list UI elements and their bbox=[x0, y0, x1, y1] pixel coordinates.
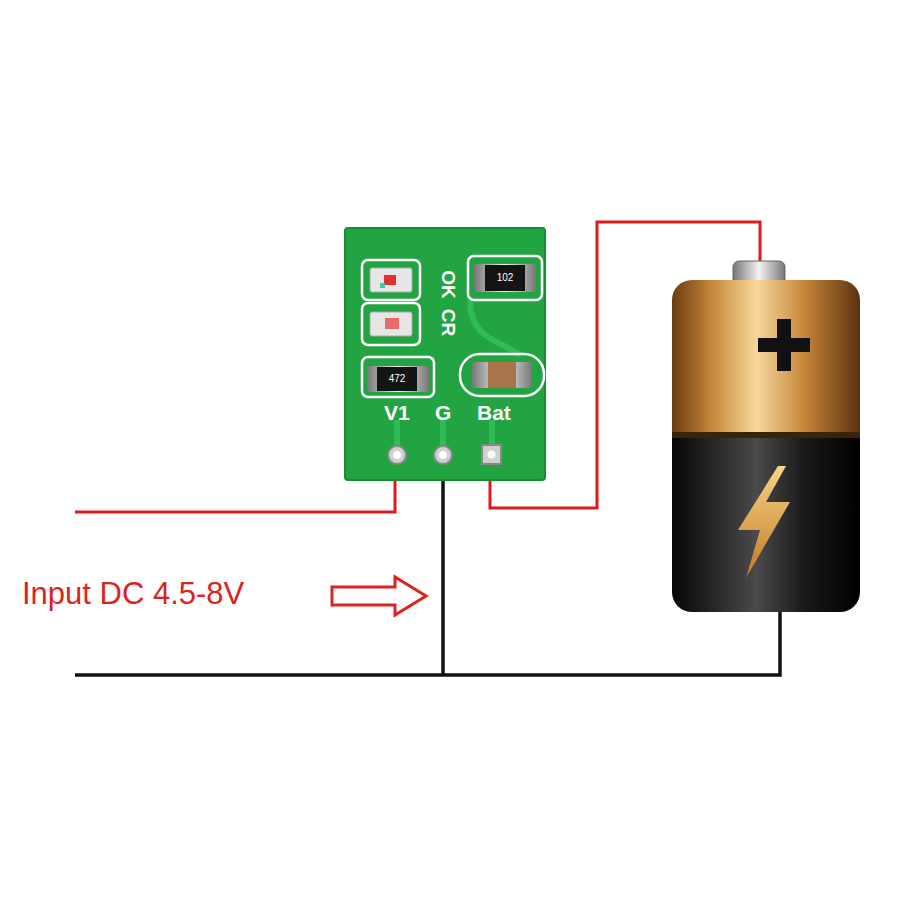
pin-label: V1 bbox=[384, 402, 410, 423]
resistor-symbol: 102 bbox=[485, 265, 525, 291]
led-die bbox=[384, 275, 396, 285]
silkscreen-outline bbox=[362, 357, 434, 397]
silkscreen-outline bbox=[460, 354, 544, 396]
capacitor bbox=[488, 362, 516, 388]
ground-wire bbox=[441, 456, 445, 675]
resistor-code: 472 bbox=[389, 374, 406, 384]
led-die bbox=[380, 283, 385, 288]
resistor-code: 102 bbox=[497, 273, 514, 283]
ground-wire bbox=[75, 610, 780, 675]
input-label: Input DC 4.5-8V bbox=[22, 577, 244, 611]
silkscreen-outline bbox=[468, 256, 542, 300]
resistor-symbol: 472 bbox=[377, 367, 417, 391]
pin-hole bbox=[393, 451, 401, 459]
led bbox=[370, 312, 412, 336]
pin-label: Bat bbox=[477, 402, 511, 423]
lightning-symbol bbox=[738, 466, 790, 578]
pin-hole bbox=[439, 451, 447, 459]
capacitor-cap bbox=[472, 362, 532, 388]
led bbox=[370, 268, 412, 292]
plus-symbol bbox=[777, 319, 791, 371]
pin-pad bbox=[388, 446, 406, 464]
resistor-cap bbox=[474, 264, 536, 292]
silkscreen-outline bbox=[362, 260, 420, 300]
led-die bbox=[385, 318, 399, 329]
led-label: OK bbox=[438, 270, 457, 299]
pin-label: G bbox=[435, 402, 451, 423]
pin-hole bbox=[488, 451, 496, 459]
silkscreen-outline bbox=[362, 303, 420, 345]
pin-pad bbox=[482, 445, 501, 464]
resistor-cap bbox=[367, 366, 429, 392]
pin-pad bbox=[434, 446, 452, 464]
pcb-module: OK CR V1 G Bat 102 472 bbox=[345, 228, 545, 480]
input-arrow bbox=[332, 577, 426, 615]
pcb-board bbox=[345, 228, 545, 480]
battery-body bbox=[672, 280, 860, 612]
led-label: CR bbox=[439, 308, 458, 335]
